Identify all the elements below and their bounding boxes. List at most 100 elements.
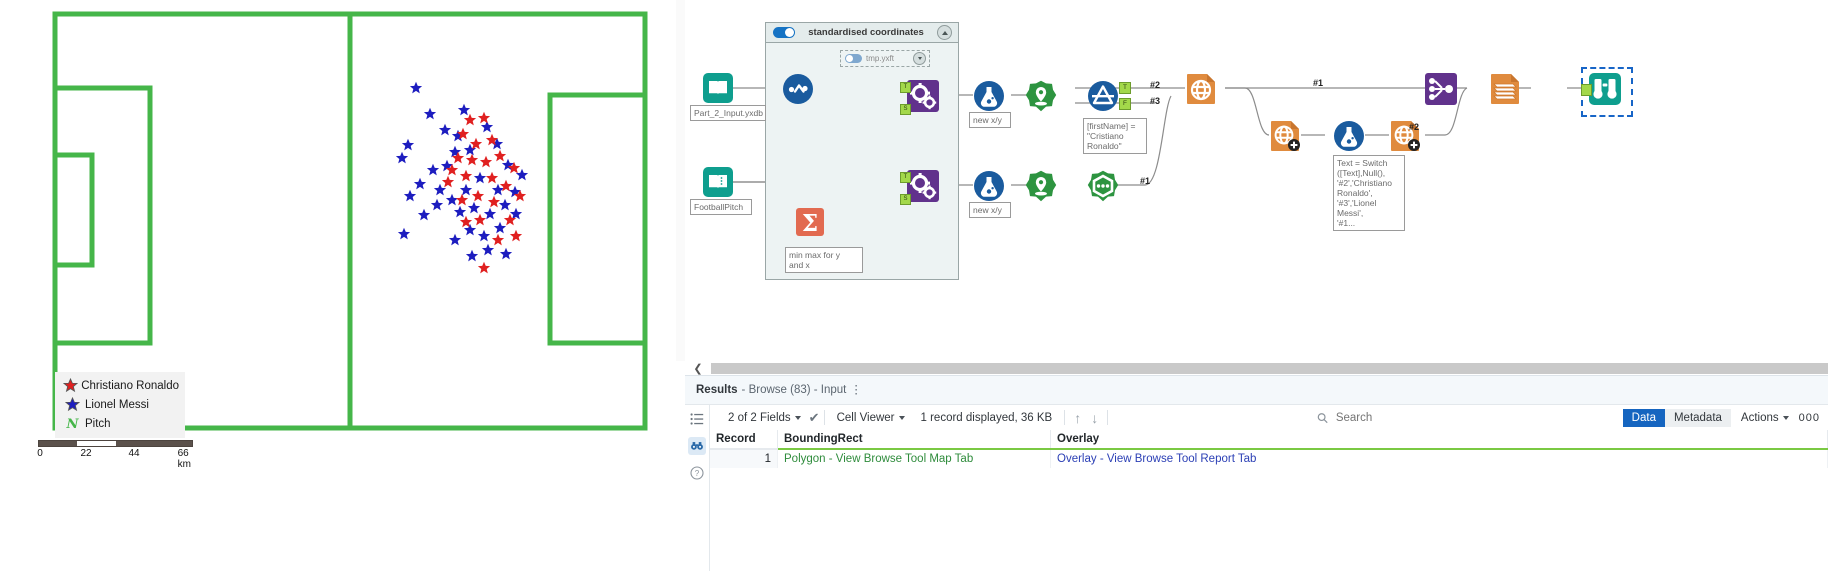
football-pitch-graphic	[52, 11, 648, 431]
tool-map-input-3[interactable]	[1389, 120, 1420, 151]
search-icon	[1317, 412, 1328, 423]
table-row[interactable]: 1 Polygon - View Browse Tool Map Tab Ove…	[710, 449, 1828, 468]
svg-text:N: N	[65, 417, 79, 431]
legend-item: Christiano Ronaldo	[61, 376, 179, 395]
fields-selector[interactable]: 2 of 2 Fields	[720, 412, 809, 424]
actions-menu[interactable]: Actions	[1731, 412, 1799, 424]
col-boundingrect[interactable]: BoundingRect	[777, 430, 1051, 450]
tool-map-input-1[interactable]	[1185, 73, 1215, 104]
results-subtitle: - Browse (83) - Input	[741, 384, 847, 396]
port-false: F	[1119, 98, 1131, 110]
viewer-selector[interactable]: Cell Viewer	[829, 412, 913, 424]
scalebar-ticks: 0 22 44 66 km	[37, 448, 193, 470]
port-t-1: T	[900, 82, 911, 93]
splitter-track[interactable]	[711, 362, 1828, 374]
viewer-label: Cell Viewer	[836, 411, 895, 424]
alteryx-pane: standardised coordinates tmp.yxft Part_2…	[676, 0, 1828, 574]
cell-record: 1	[710, 449, 778, 468]
expand-icon[interactable]	[913, 52, 926, 65]
scalebar-tick: 0	[37, 448, 43, 459]
port-s-2: S	[900, 194, 911, 205]
results-body: ? 2 of 2 Fields ✔ Cell Viewer	[685, 405, 1828, 571]
container-toggle[interactable]	[773, 27, 795, 38]
tab-data[interactable]: Data	[1622, 408, 1665, 427]
divider	[1107, 410, 1109, 425]
divider	[823, 410, 825, 425]
table-header-row: Record BoundingRect Overlay	[710, 430, 1828, 450]
cell-overlay[interactable]: Overlay - View Browse Tool Report Tab	[1050, 449, 1828, 468]
legend-label: Christiano Ronaldo	[81, 379, 179, 392]
tool-label-input-1: Part_2_Input.yxdb	[690, 105, 766, 121]
fields-label: 2 of 2 Fields	[728, 411, 791, 424]
tool-filter[interactable]	[1087, 80, 1118, 111]
subcontainer-title: tmp.yxft	[866, 54, 895, 63]
n-glyph-icon: N	[61, 416, 83, 431]
help-icon[interactable]: ?	[688, 464, 706, 482]
tool-formula-1[interactable]	[973, 80, 1004, 111]
tool-label-filter: [firstName] = "Cristiano Ronaldo"	[1083, 118, 1147, 154]
svg-text:Σ: Σ	[802, 210, 818, 237]
player-position-markers	[395, 81, 529, 274]
tool-label-formula-switch: Text = Switch ([Text],Null(), '#2','Chri…	[1333, 155, 1405, 231]
col-record[interactable]: Record	[710, 430, 778, 450]
results-menu-icon[interactable]: ⋮	[850, 384, 862, 396]
tool-input-data-1[interactable]	[703, 73, 733, 103]
divider	[1064, 410, 1066, 425]
tool-layout[interactable]	[1489, 73, 1519, 104]
tool-map-input-2[interactable]	[1269, 120, 1300, 151]
tool-formula-2[interactable]	[973, 170, 1004, 201]
tool-browse[interactable]	[1589, 73, 1621, 105]
scalebar-tick: 44	[128, 448, 140, 459]
scalebar-bar	[38, 440, 193, 447]
view-mode-toggle[interactable]: Data Metadata	[1622, 408, 1731, 427]
list-icon[interactable]	[688, 410, 706, 428]
arrow-up-icon[interactable]: ↑	[1074, 409, 1082, 426]
results-sidebar-rail: ?	[685, 405, 709, 571]
search-box[interactable]	[1317, 410, 1617, 425]
map-legend: Christiano Ronaldo Lionel Messi N Pitch	[55, 372, 185, 438]
browse-icon[interactable]	[688, 437, 706, 455]
subcontainer-toggle[interactable]	[845, 54, 862, 63]
results-header: Results - Browse (83) - Input ⋮	[685, 375, 1828, 405]
tool-join-multiple-1[interactable]	[907, 80, 939, 112]
overflow-menu[interactable]: 000	[1798, 411, 1820, 424]
panel-splitter[interactable]: ❮	[685, 361, 1828, 375]
connection-label: #1	[1140, 176, 1151, 186]
collapse-left-icon[interactable]: ❮	[693, 362, 703, 375]
tool-join-multiple-3[interactable]	[1425, 73, 1457, 105]
map-scalebar: 0 22 44 66 km	[37, 440, 193, 470]
tool-create-points-2[interactable]	[1025, 170, 1057, 202]
star-icon	[61, 397, 83, 412]
tool-create-points-1[interactable]	[1025, 80, 1057, 112]
star-icon	[61, 378, 79, 393]
connection-label: #3	[1150, 96, 1161, 106]
collapse-icon[interactable]	[937, 25, 952, 40]
tool-poly-build[interactable]	[1087, 170, 1119, 202]
legend-item: Lionel Messi	[61, 395, 179, 414]
check-icon[interactable]: ✔	[808, 409, 820, 425]
tool-join-multiple-2[interactable]	[907, 170, 939, 202]
tab-metadata[interactable]: Metadata	[1664, 408, 1731, 427]
scalebar-tick: 22	[80, 448, 92, 459]
tool-label-input-2: FootballPitch	[690, 199, 752, 215]
arrow-down-icon[interactable]: ↓	[1091, 409, 1099, 426]
tool-input-data-2[interactable]	[703, 167, 733, 197]
col-overlay[interactable]: Overlay	[1050, 430, 1828, 450]
tool-label-summarize: min max for y and x	[785, 247, 863, 273]
tool-container-tmp-yxft[interactable]: tmp.yxft	[840, 50, 930, 67]
workflow-canvas[interactable]: standardised coordinates tmp.yxft Part_2…	[685, 0, 1828, 361]
port-true: T	[1119, 82, 1131, 94]
port-t-2: T	[900, 172, 911, 183]
connection-label: #1	[1313, 78, 1324, 88]
port-s-1: S	[900, 104, 911, 115]
results-panel: Results - Browse (83) - Input ⋮ ?	[685, 375, 1828, 574]
tool-select[interactable]	[782, 73, 813, 104]
chevron-down-icon	[1782, 415, 1789, 420]
tool-formula-switch[interactable]	[1333, 120, 1364, 151]
search-input[interactable]	[1333, 410, 1617, 425]
cell-boundingrect[interactable]: Polygon - View Browse Tool Map Tab	[777, 449, 1051, 468]
tool-summarize[interactable]: Σ	[795, 207, 825, 237]
chevron-down-icon	[794, 415, 801, 420]
chevron-down-icon	[898, 415, 905, 420]
